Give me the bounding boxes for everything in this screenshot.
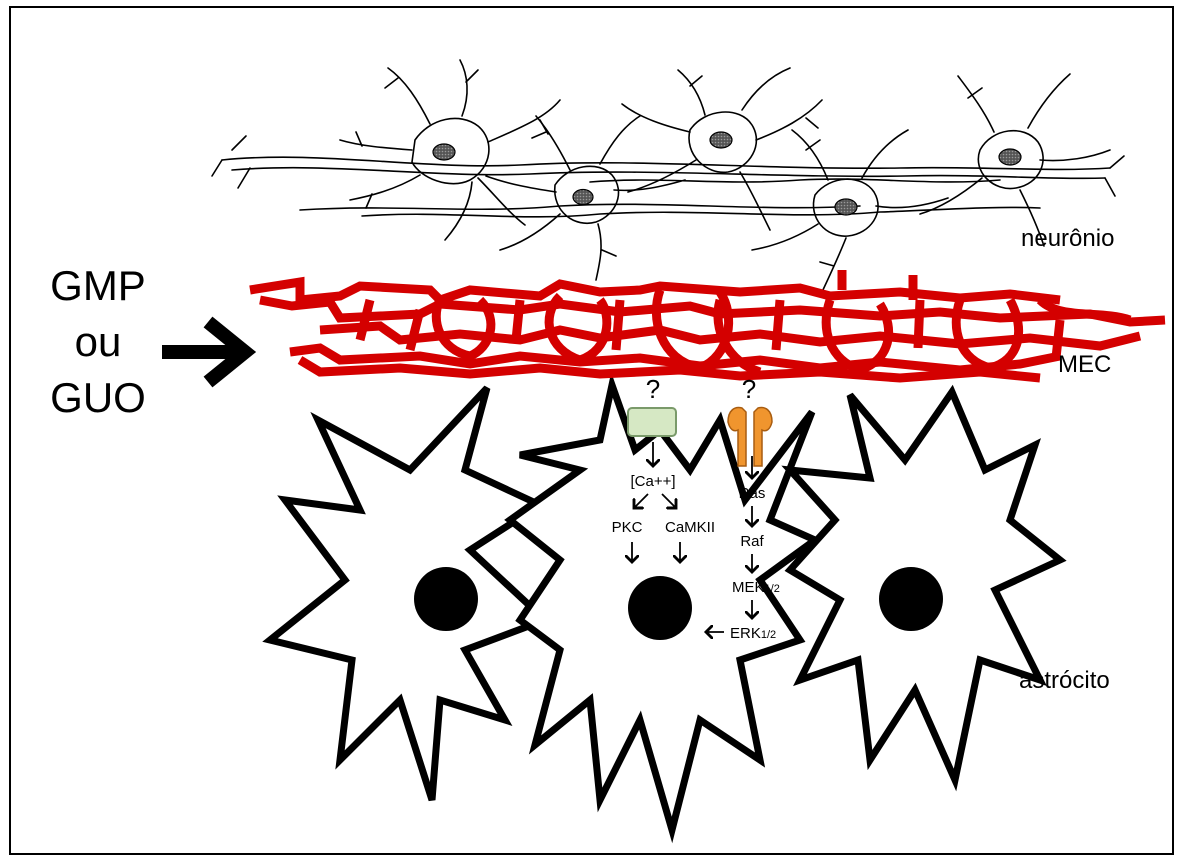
right-receptor-query: ? — [742, 374, 756, 404]
ecm-fiber — [837, 270, 918, 300]
axon-bundle — [231, 166, 1106, 180]
neuron-4 — [751, 129, 949, 293]
astrocyte-nucleus — [879, 567, 943, 631]
right-arrow-icon — [162, 316, 257, 388]
neuron-nucleus — [998, 148, 1022, 166]
neuron-nucleus — [432, 143, 456, 161]
mek-label: MEK1/2 — [732, 579, 780, 596]
ecm-loop — [1036, 296, 1132, 325]
stimulus-line-1: GMP — [50, 262, 146, 309]
membrane-receptor-icon — [627, 407, 677, 437]
ecm-loop — [431, 296, 496, 361]
stimulus-group: GMP ou GUO — [50, 262, 257, 421]
erk-subscript: 1/2 — [761, 629, 776, 641]
neuron-1 — [339, 59, 561, 241]
mapk-pathway: ? Ras Raf MEK1/2 ERK1/2 — [706, 374, 780, 642]
ecm-loop — [713, 298, 762, 377]
raf-label: Raf — [740, 533, 764, 550]
neuron-nucleus — [834, 198, 858, 216]
astrocyte-nucleus — [628, 576, 692, 640]
axon-bundle — [221, 156, 1111, 171]
ecm-loop — [355, 298, 1065, 359]
ecm-fiber — [297, 356, 1041, 383]
neuron-nucleus — [572, 188, 594, 206]
neuron-5 — [919, 73, 1111, 247]
left-receptor-query: ? — [646, 374, 660, 404]
neuron-label: neurônio — [1021, 225, 1114, 252]
ecm-fiber — [319, 321, 1142, 351]
ecm-loop — [951, 297, 1024, 373]
mek-subscript: 1/2 — [765, 583, 780, 595]
extracellular-matrix — [249, 270, 1166, 383]
neuron-layer — [211, 59, 1125, 293]
axon-bundle — [361, 206, 1041, 218]
mek-text: MEK — [732, 579, 765, 596]
pkc-label: PKC — [612, 519, 643, 536]
ecm-loop — [544, 292, 612, 365]
dendrite — [211, 135, 251, 189]
calcium-label: [Ca++] — [630, 473, 675, 490]
neuron-2 — [485, 115, 686, 281]
figure-border — [9, 6, 1174, 855]
stimulus-line-3: GUO — [50, 374, 146, 421]
ecm-loop — [821, 298, 894, 375]
astrocyte-nucleus — [414, 567, 478, 631]
ecm-fiber — [249, 276, 1061, 306]
astrocyte-label: astrócito — [1019, 667, 1110, 694]
neuron-3 — [621, 67, 823, 231]
axon-bundle — [589, 178, 1001, 183]
erk-text: ERK — [730, 625, 761, 642]
ras-label: Ras — [739, 485, 766, 502]
camkii-label: CaMKII — [665, 519, 715, 536]
ecm-loop — [651, 288, 734, 373]
calcium-pathway: ? [Ca++] PKC CaMKII — [612, 374, 715, 562]
dimeric-receptor-icon — [727, 406, 773, 467]
stimulus-line-2: ou — [75, 318, 122, 365]
ecm-label: MEC — [1058, 351, 1111, 378]
ecm-fiber — [289, 343, 1061, 375]
axon-bundle — [299, 203, 861, 211]
astrocyte-body — [262, 385, 552, 802]
ecm-fiber — [259, 295, 1166, 327]
neuron-nuclei — [432, 131, 1022, 216]
erk-label: ERK1/2 — [730, 625, 776, 642]
neuron-nucleus — [709, 131, 733, 149]
dendrite — [1104, 155, 1125, 197]
